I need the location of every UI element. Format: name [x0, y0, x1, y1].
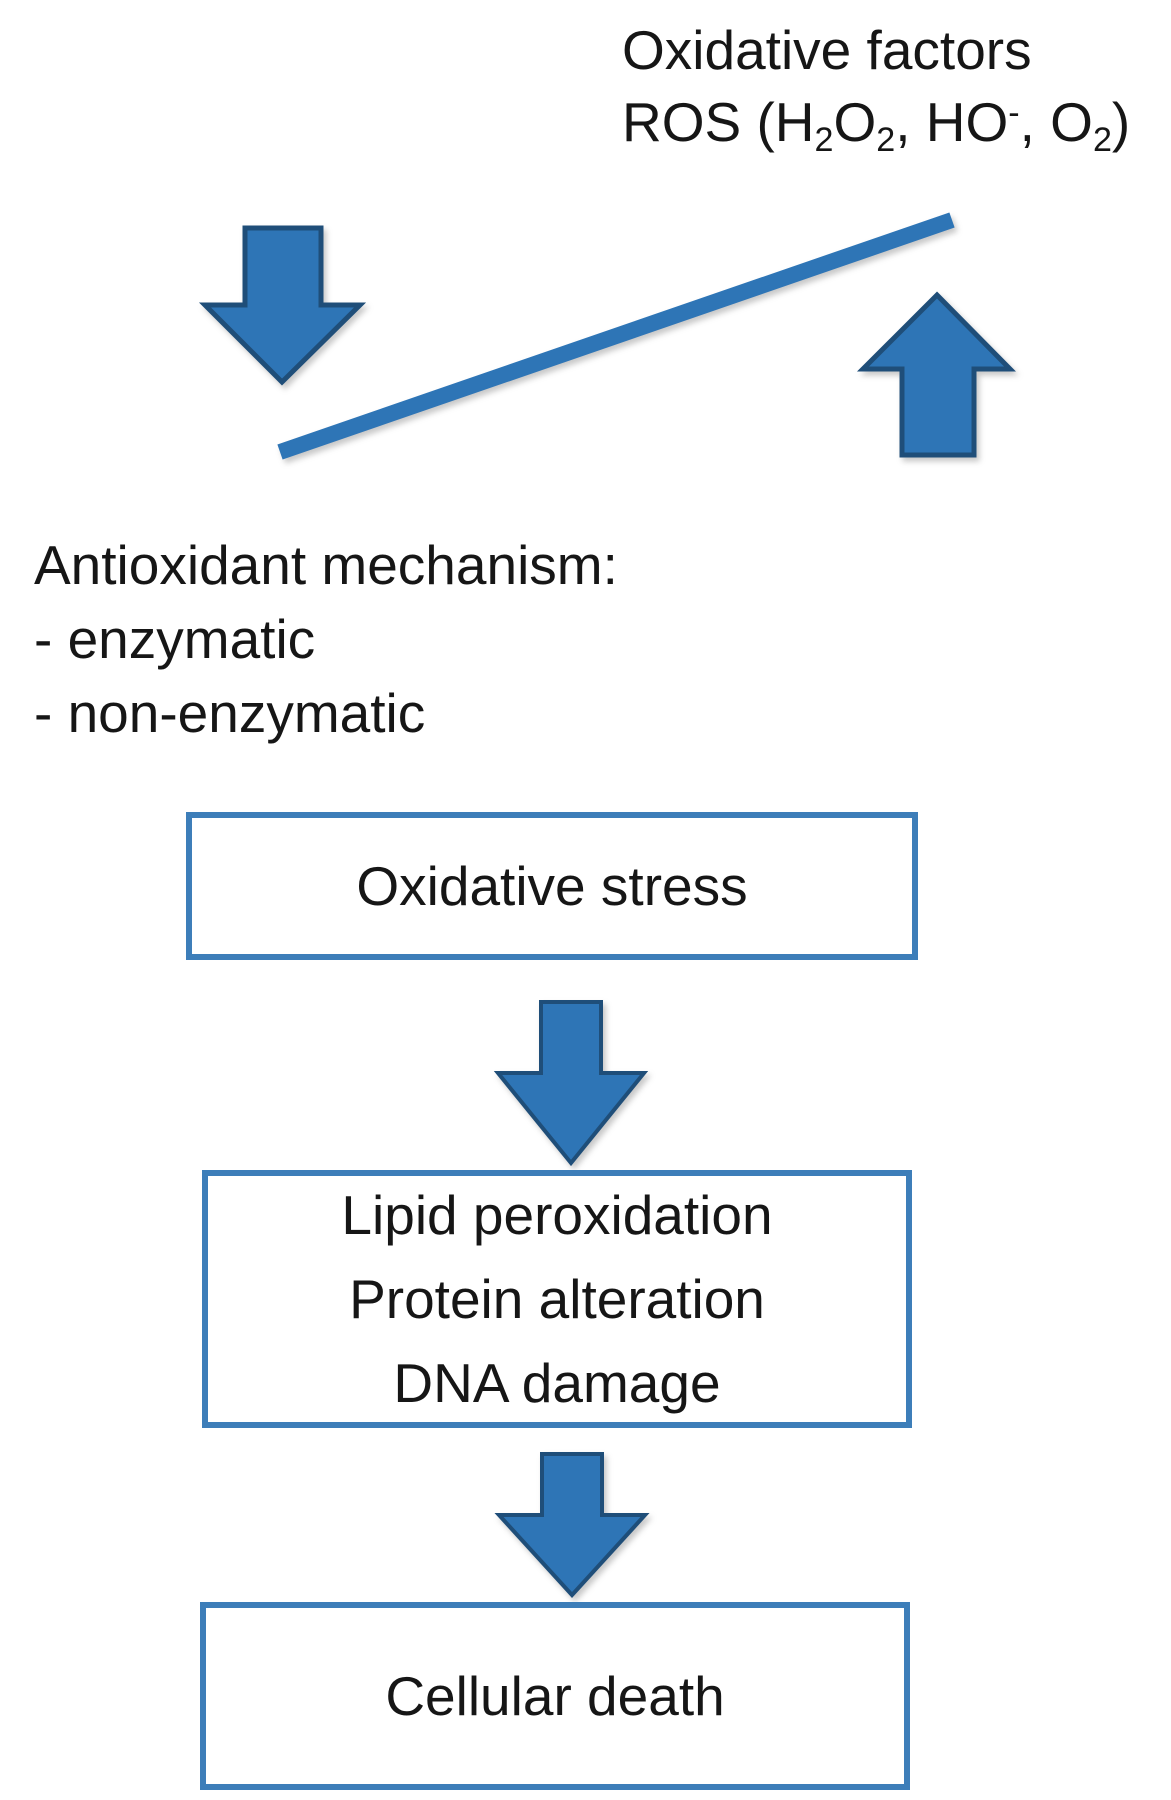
title-line-ros-formula: ROS (H2O2, HO-, O2) — [622, 91, 1131, 159]
damage-line-lipid: Lipid peroxidation — [341, 1184, 773, 1246]
balance-line — [277, 212, 955, 460]
antioxidant-item-enzymatic: - enzymatic — [34, 608, 316, 670]
box-cell-damage: Lipid peroxidation Protein alteration DN… — [202, 1170, 912, 1428]
box-oxidative-stress-label: Oxidative stress — [356, 855, 748, 917]
antioxidant-block: Antioxidant mechanism: - enzymatic - non… — [34, 528, 618, 750]
antioxidant-title: Antioxidant mechanism: — [34, 534, 618, 596]
damage-line-protein: Protein alteration — [349, 1268, 765, 1330]
diagram-title: Oxidative factors ROS (H2O2, HO-, O2) — [622, 14, 1130, 158]
antioxidant-item-non-enzymatic: - non-enzymatic — [34, 682, 426, 744]
down-arrow-icon — [198, 225, 367, 386]
title-line-oxidative-factors: Oxidative factors — [622, 19, 1032, 81]
box-cellular-death: Cellular death — [200, 1602, 910, 1790]
box-oxidative-stress: Oxidative stress — [186, 812, 918, 960]
up-arrow-icon — [856, 291, 1016, 458]
flow-down-arrow-icon-1 — [493, 1000, 649, 1167]
damage-line-dna: DNA damage — [393, 1352, 721, 1414]
flow-down-arrow-icon-2 — [494, 1452, 650, 1598]
box-cellular-death-label: Cellular death — [385, 1665, 725, 1727]
